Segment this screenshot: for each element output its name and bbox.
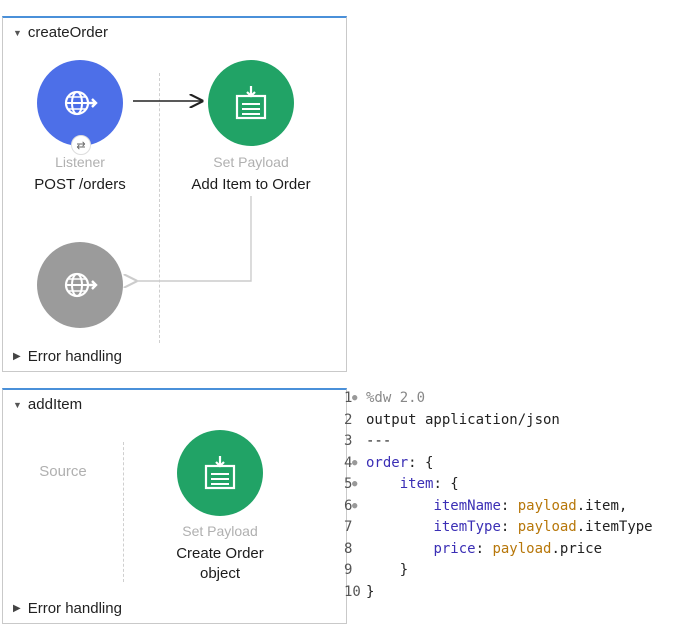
code-line: 6● itemName: payload.item, bbox=[344, 496, 653, 518]
code-text: .itemType bbox=[576, 519, 653, 535]
fold-icon[interactable]: ● bbox=[352, 393, 358, 403]
collapse-triangle-icon[interactable]: ▼ bbox=[13, 399, 22, 410]
error-handling-label: Error handling bbox=[27, 600, 122, 617]
code-line: 10} bbox=[344, 582, 653, 604]
code-text: : { bbox=[408, 454, 434, 471]
code-value: payload bbox=[517, 497, 577, 514]
flow-createorder[interactable]: ▼ createOrder ⇄ Listener POST /orders Se… bbox=[2, 16, 347, 372]
code-text: %dw 2.0 bbox=[366, 390, 426, 406]
code-indent bbox=[366, 517, 433, 539]
set-payload-icon bbox=[204, 456, 236, 490]
listener-label: POST /orders bbox=[34, 176, 126, 193]
fold-icon[interactable]: ● bbox=[352, 500, 358, 511]
code-line: 1● %dw 2.0 bbox=[344, 388, 653, 410]
code-text: .item, bbox=[576, 497, 628, 514]
error-handling-label: Error handling bbox=[27, 348, 122, 365]
code-text: : bbox=[500, 519, 518, 535]
line-number: 8 bbox=[344, 540, 353, 557]
source-divider bbox=[123, 442, 124, 582]
code-key: itemType bbox=[433, 519, 501, 535]
exchange-badge-icon: ⇄ bbox=[71, 135, 91, 155]
set-payload-icon bbox=[235, 86, 267, 120]
line-number: 6 bbox=[344, 497, 353, 514]
line-number: 2 bbox=[344, 411, 353, 428]
line-number: 7 bbox=[344, 519, 353, 535]
set-payload-component[interactable] bbox=[208, 60, 294, 146]
expand-triangle-icon: ▶ bbox=[13, 351, 21, 362]
source-divider bbox=[159, 73, 160, 343]
code-line: 4● order: { bbox=[344, 453, 653, 475]
error-handling-toggle[interactable]: ▶ Error handling bbox=[13, 600, 122, 617]
code-key: order bbox=[366, 454, 409, 471]
code-indent bbox=[366, 560, 400, 582]
code-line: 5● item: { bbox=[344, 474, 653, 496]
code-line: 3 --- bbox=[344, 431, 653, 453]
code-indent bbox=[366, 474, 400, 496]
flow-header[interactable]: ▼ addItem bbox=[13, 396, 82, 413]
set-payload-label-line2: object bbox=[199, 565, 241, 582]
source-placeholder[interactable]: Source bbox=[39, 463, 87, 480]
set-payload-label: Add Item to Order bbox=[191, 176, 311, 193]
flow-title: addItem bbox=[27, 396, 83, 413]
code-line: 9 } bbox=[344, 560, 653, 582]
flow-additem[interactable]: ▼ addItem Source Set Payload Create Orde… bbox=[2, 388, 347, 624]
set-payload-component[interactable] bbox=[177, 430, 263, 516]
code-indent bbox=[366, 496, 433, 518]
error-handling-toggle[interactable]: ▶ Error handling bbox=[13, 348, 122, 365]
code-key: item bbox=[399, 476, 434, 492]
code-text: : { bbox=[433, 476, 459, 492]
globe-arrow-icon bbox=[64, 272, 98, 298]
line-number: 9 bbox=[344, 562, 353, 578]
line-number: 4 bbox=[344, 454, 353, 471]
code-text: : bbox=[475, 540, 493, 557]
line-number: 10 bbox=[344, 583, 361, 600]
code-text: } bbox=[399, 562, 409, 578]
line-number: 5 bbox=[344, 476, 353, 492]
flow-title: createOrder bbox=[27, 24, 108, 41]
line-number: 1 bbox=[344, 390, 353, 406]
code-line: 7 itemType: payload.itemType bbox=[344, 517, 653, 539]
set-payload-type-label: Set Payload bbox=[182, 523, 258, 539]
code-key: price bbox=[433, 540, 476, 557]
code-key: itemName bbox=[433, 497, 501, 514]
flow-header[interactable]: ▼ createOrder bbox=[13, 24, 108, 41]
code-text: --- bbox=[366, 433, 392, 449]
code-line: 2 output application/json bbox=[344, 410, 653, 432]
listener-type-label: Listener bbox=[55, 154, 105, 170]
code-indent bbox=[366, 539, 433, 561]
code-value: payload bbox=[517, 519, 577, 535]
code-value: payload bbox=[492, 540, 552, 557]
code-text: .price bbox=[551, 540, 603, 557]
collapse-triangle-icon[interactable]: ▼ bbox=[13, 27, 22, 38]
code-text: : bbox=[500, 497, 518, 514]
fold-icon[interactable]: ● bbox=[352, 457, 358, 468]
globe-arrow-icon bbox=[64, 90, 98, 116]
set-payload-label-line1: Create Order bbox=[176, 545, 264, 562]
code-text: output application/json bbox=[366, 411, 560, 428]
response-component[interactable] bbox=[37, 242, 123, 328]
line-number: 3 bbox=[344, 433, 353, 449]
expand-triangle-icon: ▶ bbox=[13, 603, 21, 614]
listener-component[interactable] bbox=[37, 60, 123, 146]
fold-icon[interactable]: ● bbox=[352, 479, 358, 489]
set-payload-type-label: Set Payload bbox=[213, 154, 289, 170]
code-line: 8 price: payload.price bbox=[344, 539, 653, 561]
code-text: } bbox=[366, 583, 375, 600]
